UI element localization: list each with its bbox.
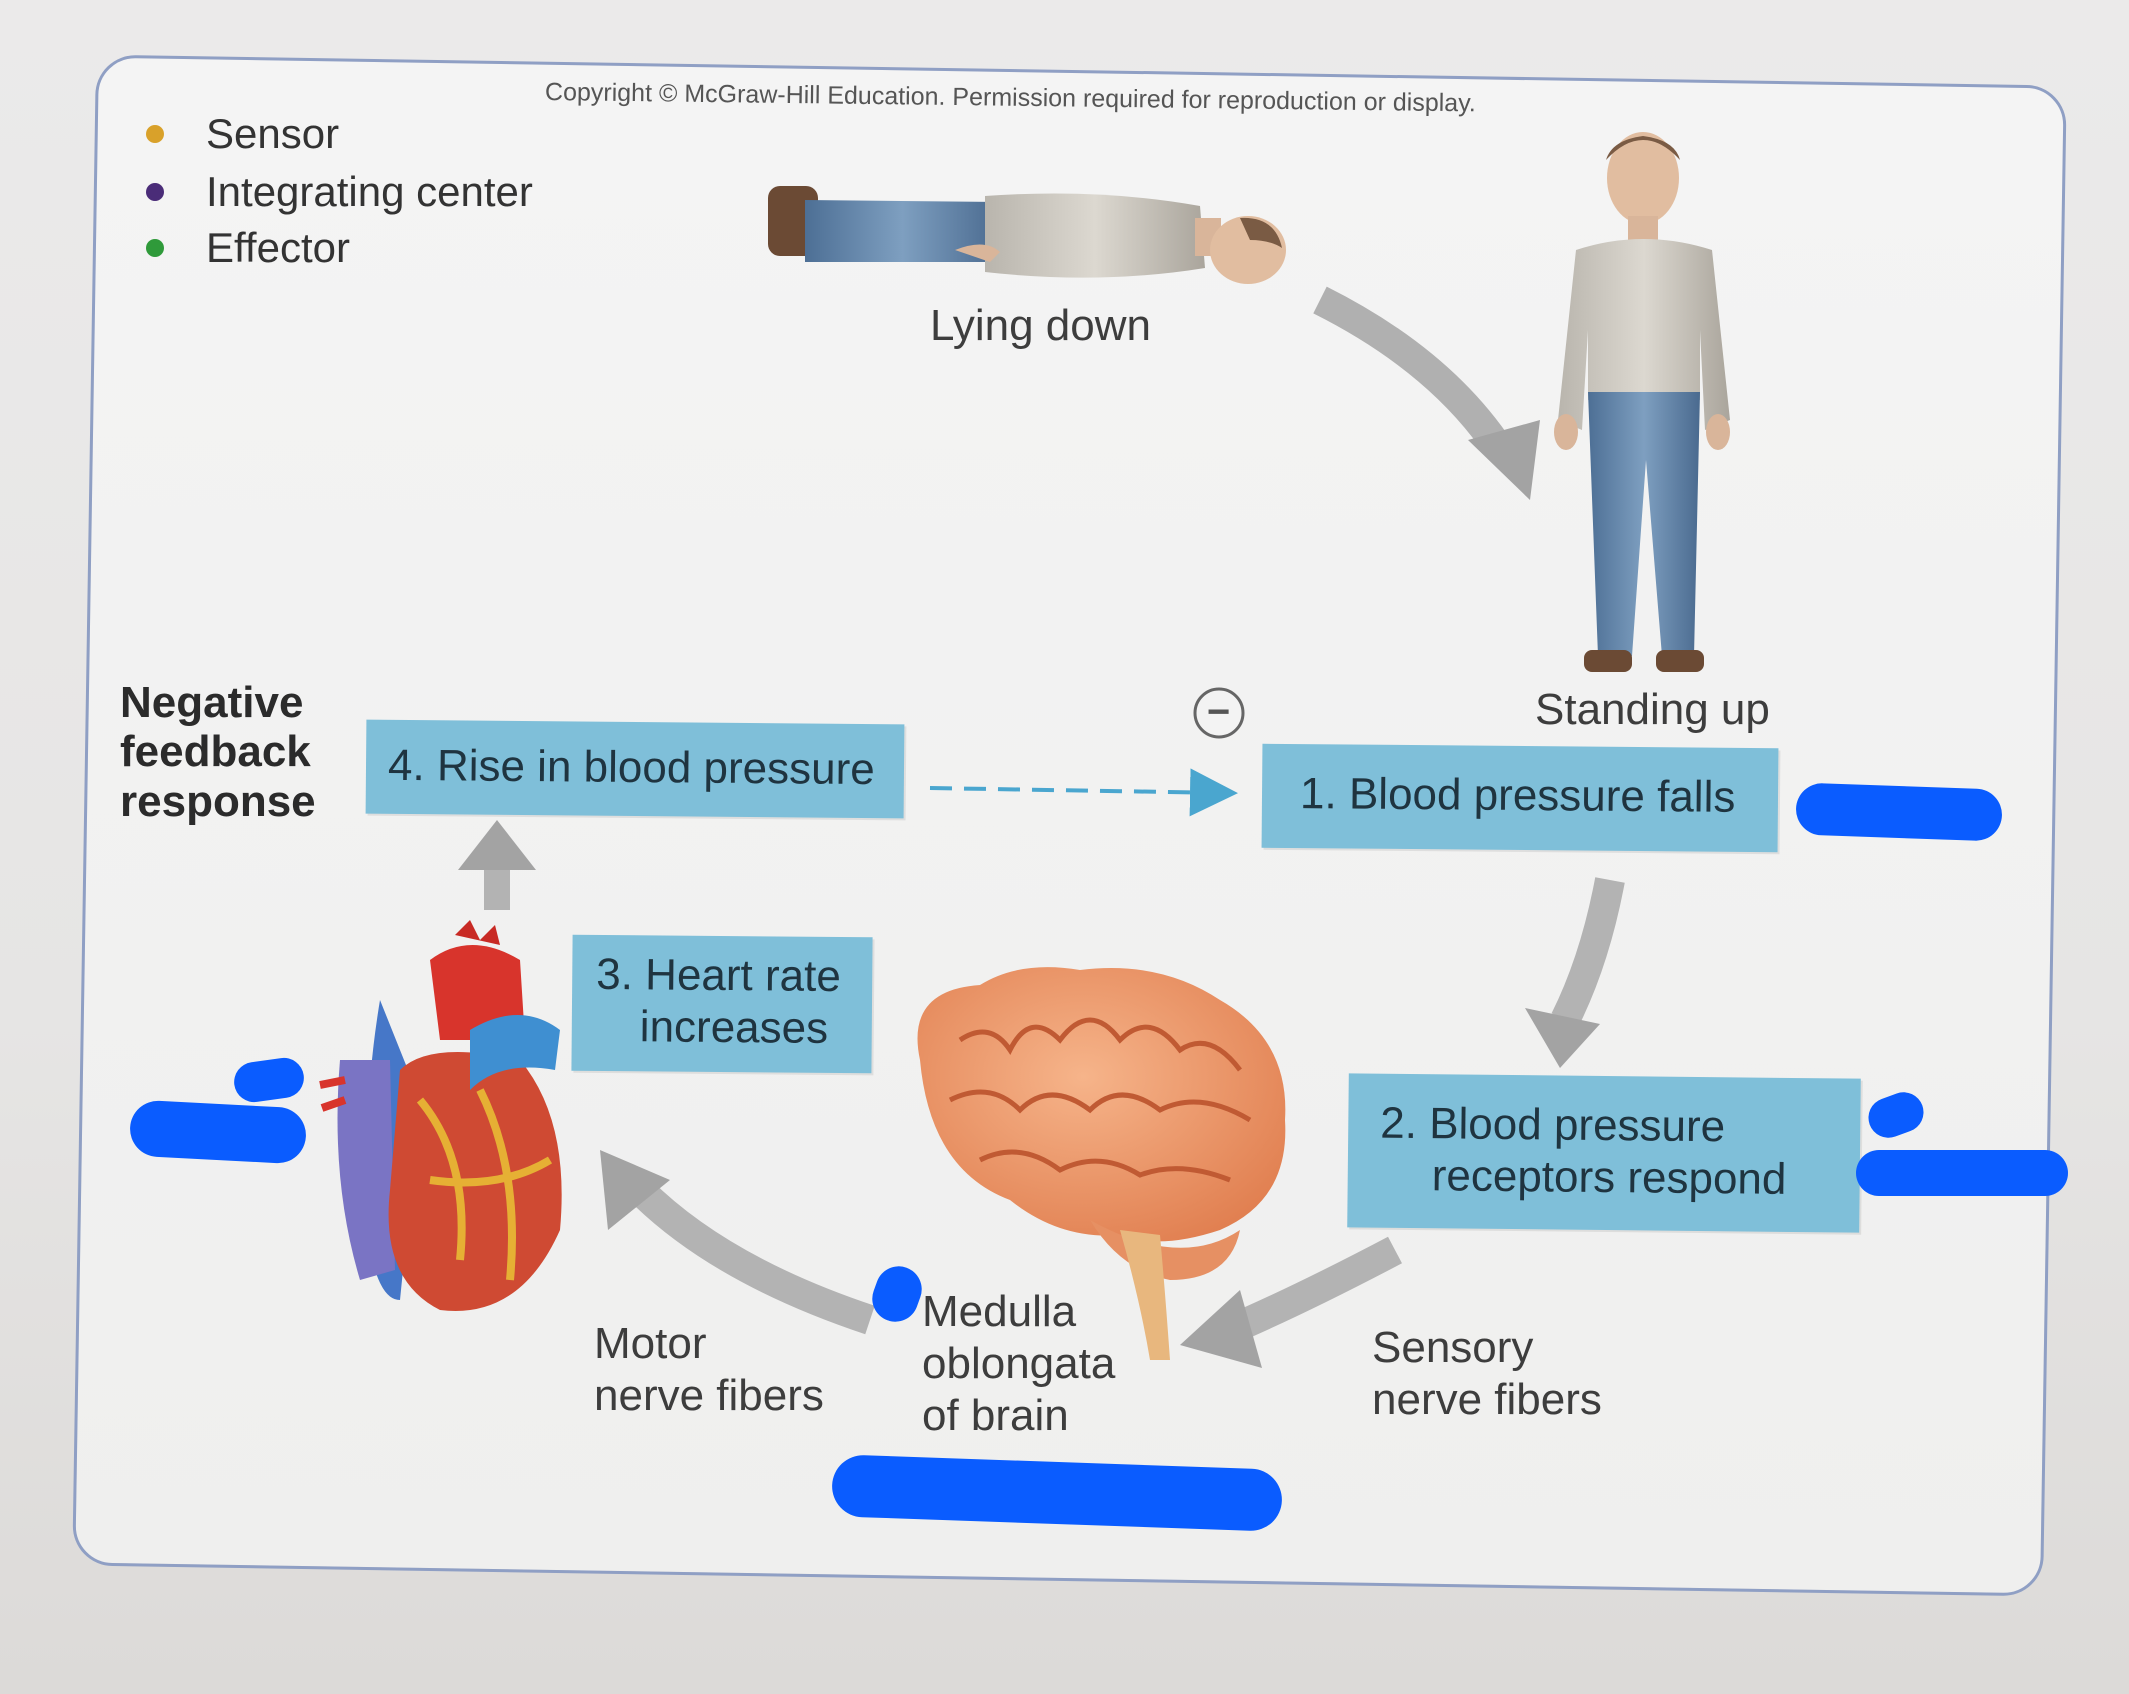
title-line: Negative [120,678,304,727]
sensor-color-dot [146,125,164,143]
dashed-feedback-arrow [929,768,1238,817]
transition-arrow [1313,286,1540,500]
motor-line2: nerve fibers [594,1370,824,1420]
medulla-line1: Medulla [922,1287,1077,1336]
redaction-mark [128,1099,308,1165]
effector-color-dot [146,239,164,257]
step-2-box: 2. Blood pressure receptors respond [1347,1073,1861,1233]
standing-up-figure [1554,132,1730,672]
legend-label: Sensor [206,110,340,157]
step-3-box: 3. Heart rate increases [571,934,873,1074]
motor-nerve-label: Motor nerve fibers [594,1318,824,1422]
step-1-box: 1. Blood pressure falls [1261,743,1779,853]
arrow-falls-to-receptors [1525,877,1625,1068]
motor-arrow [600,1150,875,1335]
legend-item-integrating-center: Integrating center [146,168,533,216]
heart-illustration [319,920,562,1311]
title-line: response [120,776,316,826]
sensory-arrow [1180,1236,1402,1368]
medulla-line2: oblongata [922,1338,1116,1388]
step-3-label-line1: 3. Heart rate [596,949,842,1002]
medulla-line3: of brain [922,1390,1069,1440]
step-1-label: 1. Blood pressure falls [1299,769,1736,822]
brain-illustration [917,967,1286,1360]
sensory-line1: Sensory [1372,1323,1534,1372]
step-4-box: 4. Rise in blood pressure [365,719,905,819]
medulla-label: Medulla oblongata of brain [922,1286,1115,1442]
negative-symbol: − [1207,690,1231,734]
negative-feedback-title: Negative feedback response [120,678,316,826]
up-arrow [458,820,536,910]
lying-down-label: Lying down [930,301,1151,350]
redaction-mark [1795,782,2003,842]
integrating-center-color-dot [146,183,164,201]
standing-up-label: Standing up [1535,685,1770,734]
sensory-nerve-label: Sensory nerve fibers [1372,1322,1602,1426]
step-2-label-line1: 2. Blood pressure [1380,1098,1726,1152]
sensory-line2: nerve fibers [1372,1374,1602,1424]
step-2-label-line2: receptors respond [1431,1151,1787,1204]
title-line: feedback [120,727,311,777]
motor-line1: Motor [594,1319,707,1368]
legend-item-effector: Effector [146,224,350,272]
negative-symbol-circle [1193,687,1245,739]
legend-item-sensor: Sensor [146,110,339,158]
step-4-label: 4. Rise in blood pressure [387,740,875,795]
lying-down-figure [768,186,1286,284]
redaction-mark [1856,1150,2068,1196]
step-3-label-line2: increases [639,1002,829,1053]
legend-label: Integrating center [206,168,533,215]
legend-label: Effector [206,224,350,271]
